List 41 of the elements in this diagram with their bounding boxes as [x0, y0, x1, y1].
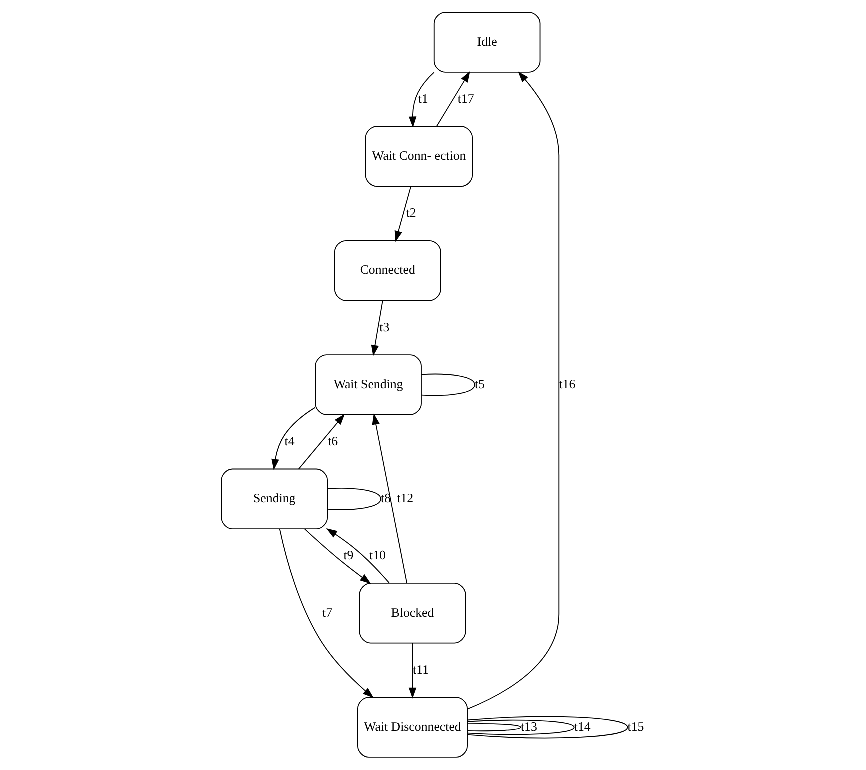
arrow — [394, 186, 412, 242]
connector — [467, 720, 575, 736]
edge-label: t2 — [406, 206, 416, 220]
arrow — [326, 528, 390, 584]
edge-label: t10 — [370, 548, 386, 563]
node-box: Blocked — [359, 582, 466, 644]
edge-label: t14 — [574, 720, 591, 734]
node-box: Wait Disconnected — [358, 697, 468, 758]
edge-label: t8 — [381, 492, 392, 506]
node-box: Wait Conn- ection — [365, 126, 474, 188]
arrow — [408, 643, 417, 699]
edge-label: t1 — [418, 92, 428, 106]
edge-label: t13 — [520, 720, 538, 734]
edge-label: t7 — [322, 606, 333, 620]
edge-label: t12 — [397, 492, 414, 506]
edge-label: t4 — [284, 434, 295, 448]
arrow — [304, 528, 372, 584]
node-box: Sending — [221, 468, 328, 530]
connector — [467, 724, 522, 732]
edge-label: t3 — [380, 320, 390, 334]
edge-label: t5 — [474, 377, 485, 392]
edge-label: t16 — [559, 377, 576, 392]
connector — [421, 374, 476, 396]
edge-label: t15 — [628, 720, 644, 734]
edge-label: t6 — [328, 434, 338, 448]
arrow — [467, 72, 560, 710]
arrow — [372, 414, 408, 584]
arrow — [298, 414, 346, 470]
arrow — [436, 71, 470, 128]
node-box: Wait Sending — [315, 354, 422, 416]
arrow — [408, 72, 435, 128]
connector — [467, 716, 628, 739]
edge-label: t11 — [413, 662, 430, 677]
node-box: Idle — [434, 12, 541, 73]
edge-label: t9 — [344, 548, 354, 563]
arrow — [371, 300, 384, 356]
node-box: Connected — [334, 240, 442, 302]
arrow — [272, 407, 316, 470]
arrow — [279, 528, 374, 698]
connector — [327, 488, 382, 510]
edge-label: t17 — [458, 92, 474, 106]
